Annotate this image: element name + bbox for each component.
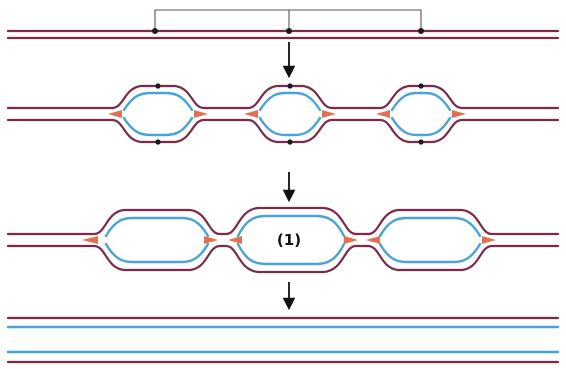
fork-direction-arrow [82, 236, 98, 244]
daughter-strand [258, 116, 322, 137]
daughter-strand [236, 214, 346, 238]
origin-marker [287, 83, 293, 89]
fork-direction-arrow [108, 110, 122, 118]
daughter-strand [122, 91, 194, 112]
daughter-strand [104, 242, 210, 264]
fork-direction-arrow [482, 236, 496, 244]
daughter-strand [258, 91, 322, 112]
fork-direction-arrow [344, 236, 358, 244]
daughter-strand [104, 216, 210, 238]
daughter-strand [236, 242, 346, 266]
fork-direction-arrow [452, 110, 466, 118]
stage-2-small-bubbles [6, 83, 560, 145]
fork-direction-arrow [244, 110, 258, 118]
fork-direction-arrow [376, 110, 390, 118]
origin-marker [287, 139, 293, 145]
origin-marker [286, 28, 292, 34]
daughter-strand [378, 242, 482, 264]
fork-direction-arrow [228, 236, 242, 244]
daughter-strand [390, 116, 452, 137]
origin-marker [152, 28, 158, 34]
parental-strand-bottom [6, 118, 560, 144]
parental-strand-top [6, 84, 560, 110]
bubble-label: (1) [277, 231, 301, 249]
fork-direction-arrow [366, 236, 380, 244]
parental-strand-bottom [6, 244, 560, 274]
daughter-strand [122, 116, 194, 137]
stage-3-large-bubbles: (1) [6, 206, 560, 274]
origin-marker [418, 28, 424, 34]
stage-4-daughter-molecules [6, 316, 560, 364]
daughter-strand [378, 216, 482, 238]
origin-marker [155, 139, 161, 145]
parental-strand-top [6, 206, 560, 236]
origin-marker [418, 139, 424, 145]
origin-bracket [154, 9, 422, 30]
fork-direction-arrow [194, 110, 208, 118]
fork-direction-arrow [322, 110, 336, 118]
daughter-strand [390, 91, 452, 112]
origin-marker [155, 83, 161, 89]
fork-direction-arrow [204, 236, 218, 244]
stage-1-linear-dna [6, 9, 560, 40]
origin-marker [418, 83, 424, 89]
